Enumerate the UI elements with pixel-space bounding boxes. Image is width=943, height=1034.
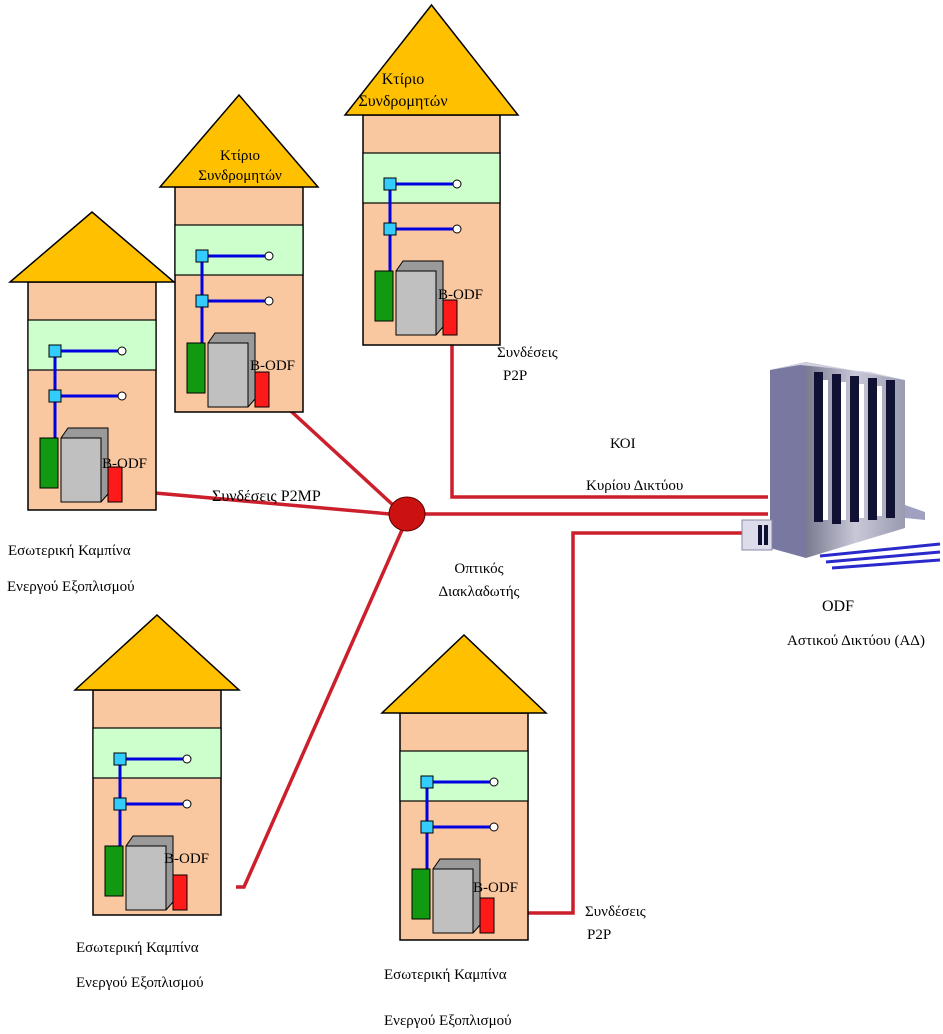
outlet-icon [489,822,499,832]
panel-band [399,750,529,802]
roof-icon [73,613,241,691]
fiber-link-bottom-right-p2p [528,531,748,915]
bodf-label-h3: B-ODF [102,456,147,472]
cabinet-bottom-left-line1: Εσωτερική Καμπίνα [76,940,199,956]
junction-icon [195,249,209,263]
roof-icon [158,93,320,188]
roof-label-h2-line2: Συνδρομητών [198,168,282,184]
odf-cabinet-icon [125,845,167,911]
p2p-bottom-label-line1: Συνδέσεις [585,904,646,920]
outlet-icon [489,777,499,787]
splitter-label-line2: Διακλαδωτής [439,584,520,600]
outlet-icon [117,391,127,401]
roof-icon [380,633,548,714]
outlet-icon [264,296,274,306]
panel-band [92,727,222,779]
bodf-label-h1: B-ODF [438,287,483,303]
house-bottom-left [73,613,241,916]
cabinet-bottom-left-line2: Ενεργού Εξοπλισμού [76,975,204,991]
koi-label: ΚΟΙ [610,436,636,452]
optical-splitter [388,496,426,532]
house-left [7,211,177,511]
bodf-label-h2: B-ODF [250,358,295,374]
junction-icon [420,775,434,789]
outlet-icon [182,754,192,764]
junction-icon [113,752,127,766]
panel-band [174,224,304,276]
junction-icon [48,389,62,403]
fiber-link-bottom-left-to-splitter [236,529,404,889]
house-top-left [158,93,320,413]
odf-cabinet-icon [207,342,249,408]
red-patch-icon [254,371,270,408]
junction-icon [383,177,397,191]
p2p-bottom-label-line2: P2P [587,927,611,943]
text-labels: Κτίριο Συνδρομητών Κτίριο Συνδρομητών B-… [7,71,925,1029]
cabinet-left-line1: Εσωτερική Καμπίνα [8,543,131,559]
p2p-top-label-line1: Συνδέσεις [497,345,558,361]
koi-sub-label: Κυρίου Δικτύου [586,478,683,494]
red-patch-icon [172,874,188,911]
fiber-link-left-to-splitter [154,491,391,516]
house-top-center [343,3,520,346]
green-unit-icon [186,342,206,394]
junction-icon [383,222,397,236]
junction-icon [420,820,434,834]
p2mp-label: Συνδέσεις P2MP [212,488,321,505]
outlet-icon [117,346,127,356]
bodf-label-h4: B-ODF [164,851,209,867]
roof-label-h2-line1: Κτίριο [220,148,260,164]
odf-cabinet-icon [60,437,102,503]
cabinet-bottom-right-line1: Εσωτερική Καμπίνα [384,967,507,983]
red-patch-icon [442,299,458,336]
roof-label-h1-line1: Κτίριο [382,71,425,88]
junction-icon [48,344,62,358]
odf-label: ODF [822,598,854,615]
bodf-label-h5: B-ODF [473,880,518,896]
odf-office-building [741,362,941,570]
splitter-label-line1: Οπτικός [454,561,503,577]
outlet-icon [452,179,462,189]
odf-cabinet-icon [395,270,437,336]
fiber-link-top-p2p [450,345,768,499]
odf-cabinet-icon [432,868,474,934]
junction-icon [195,294,209,308]
outlet-icon [182,799,192,809]
green-unit-icon [374,270,394,322]
green-unit-icon [39,437,59,489]
cabinet-bottom-right-line2: Ενεργού Εξοπλισμού [384,1013,512,1029]
odf-sub-label: Αστικού Δικτύου (ΑΔ) [787,633,925,649]
junction-icon [113,797,127,811]
panel-band [27,319,157,371]
roof-icon [7,211,177,283]
roof-label-h1-line2: Συνδρομητών [358,93,447,110]
cabinet-left-line2: Ενεργού Εξοπλισμού [7,579,135,595]
house-bottom-right [380,633,548,941]
red-patch-icon [107,466,123,503]
green-unit-icon [104,845,124,897]
red-patch-icon [479,897,495,934]
p2p-top-label-line2: P2P [503,368,527,384]
outlet-icon [452,224,462,234]
green-unit-icon [411,868,431,920]
outlet-icon [264,251,274,261]
roof-icon [343,3,520,116]
